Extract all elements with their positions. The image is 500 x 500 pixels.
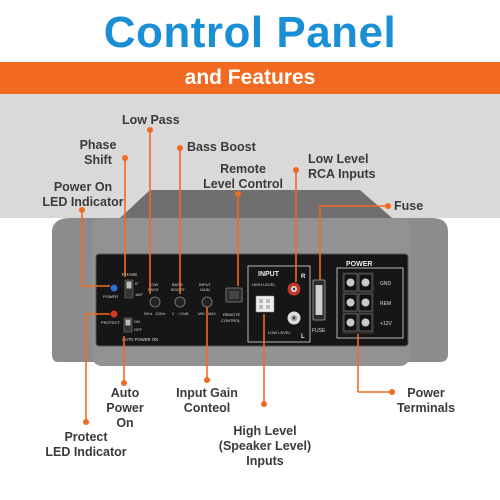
power-terminal-frame	[336, 267, 404, 339]
callout-input-gain-line2: Conteol	[183, 401, 231, 415]
callout-fuse: Fuse	[394, 199, 424, 213]
input-section-frame	[247, 265, 311, 343]
phase-0-label: 0°	[135, 281, 139, 286]
switch-off-label: OFF	[134, 327, 143, 332]
low-pass-knob[interactable]	[149, 296, 161, 308]
orange-banner	[0, 62, 500, 94]
housing-top	[120, 190, 392, 218]
bass-boost-label-2: BOOST	[171, 287, 186, 292]
bass-boost-max: +12dB	[178, 312, 189, 316]
remote-label-2: CONTROL	[221, 318, 241, 323]
callout-power-terminals: Power Terminals	[394, 386, 458, 416]
power-led-label: POWER	[103, 294, 118, 299]
callout-power-on-line1: Power On	[53, 180, 113, 194]
housing-right	[400, 218, 448, 362]
callout-input-gain: Input Gain Conteol	[170, 386, 244, 416]
callout-phase-shift: Phase Shift	[70, 138, 126, 168]
protect-led	[110, 310, 118, 318]
page-title: Control Panel	[103, 8, 397, 57]
callout-high-level-line2: (Speaker Level)	[218, 439, 312, 453]
callout-power-on-led: Power On LED Indicator	[38, 180, 128, 210]
callout-auto-power-line1: Auto	[110, 386, 140, 400]
low-pass-max: 120Hz	[155, 312, 166, 316]
power-section-label: POWER	[346, 261, 372, 268]
phase-label: PHASE	[122, 272, 137, 277]
callout-protect-led: Protect LED Indicator	[34, 430, 138, 460]
fuse-label: FUSE	[312, 328, 326, 334]
power-led	[110, 284, 118, 292]
bass-boost-knob[interactable]	[174, 296, 186, 308]
rem-label: REM	[380, 301, 391, 307]
low-pass-label-2: PASS	[148, 287, 159, 292]
callout-protect-line2: LED Indicator	[45, 445, 127, 459]
callout-high-level-line1: High Level	[233, 424, 297, 438]
callout-low-pass: Low Pass	[122, 113, 180, 127]
bass-boost-min: 0	[172, 312, 174, 316]
input-gain-min: MIN	[198, 312, 205, 316]
input-gain-label-1: INPUT	[199, 282, 212, 287]
callout-high-level-inputs: High Level (Speaker Level) Inputs	[210, 424, 320, 469]
control-panel-plate	[96, 254, 408, 346]
page-subtitle: and Features	[184, 66, 316, 89]
callout-power-terminals-line1: Power	[407, 386, 445, 400]
callout-protect-line1: Protect	[64, 430, 108, 444]
remote-label-1: REMOTE	[223, 312, 240, 317]
rca-r-label: R	[301, 274, 306, 280]
input-gain-knob[interactable]	[201, 296, 213, 308]
high-level-connector[interactable]	[255, 295, 275, 313]
switch-on-label: ON	[134, 319, 140, 324]
phase-180-label: 180°	[135, 292, 144, 297]
callout-low-level-line1: Low Level	[308, 152, 369, 166]
callout-remote-line1: Remote	[220, 162, 266, 176]
auto-power-on-label: AUTO POWER ON	[122, 337, 158, 342]
high-level-label: HIGH LEVEL	[252, 282, 276, 287]
callout-low-level-line2: RCA Inputs	[308, 167, 376, 181]
phase-switch[interactable]	[124, 279, 134, 299]
callout-lines	[81, 130, 392, 422]
callout-input-gain-line1: Input Gain	[176, 386, 238, 400]
callout-dots	[79, 127, 395, 425]
input-gain-max: MAX	[208, 312, 216, 316]
low-pass-min: 50Hz	[144, 312, 153, 316]
callout-low-level-rca: Low Level RCA Inputs	[308, 152, 376, 182]
plus12v-label: +12V	[380, 321, 392, 327]
gnd-label: GND	[380, 281, 392, 287]
callout-remote-line2: Level Control	[203, 177, 283, 191]
low-level-label: LOW LEVEL	[268, 330, 291, 335]
protect-led-label: PROTECT	[101, 320, 121, 325]
callout-phase-shift-line1: Phase	[79, 138, 117, 152]
low-pass-label-1: LOW	[149, 282, 158, 287]
callout-phase-shift-line2: Shift	[84, 153, 112, 167]
input-section-label: INPUT	[258, 271, 280, 278]
callout-power-on-line2: LED Indicator	[42, 195, 124, 209]
power-terminals[interactable]	[343, 273, 373, 332]
callout-auto-power-line2: Power On	[106, 401, 144, 430]
input-gain-label-2: GAIN	[200, 287, 210, 292]
callout-auto-power-on: Auto Power On	[100, 386, 150, 431]
bass-boost-label-1: BASS	[172, 282, 183, 287]
callout-remote-level-control: Remote Level Control	[198, 162, 288, 192]
rca-l-label: L	[301, 334, 305, 340]
callout-power-terminals-line2: Terminals	[396, 401, 456, 415]
callout-high-level-line3: Inputs	[246, 454, 284, 468]
callout-bass-boost: Bass Boost	[187, 140, 256, 154]
